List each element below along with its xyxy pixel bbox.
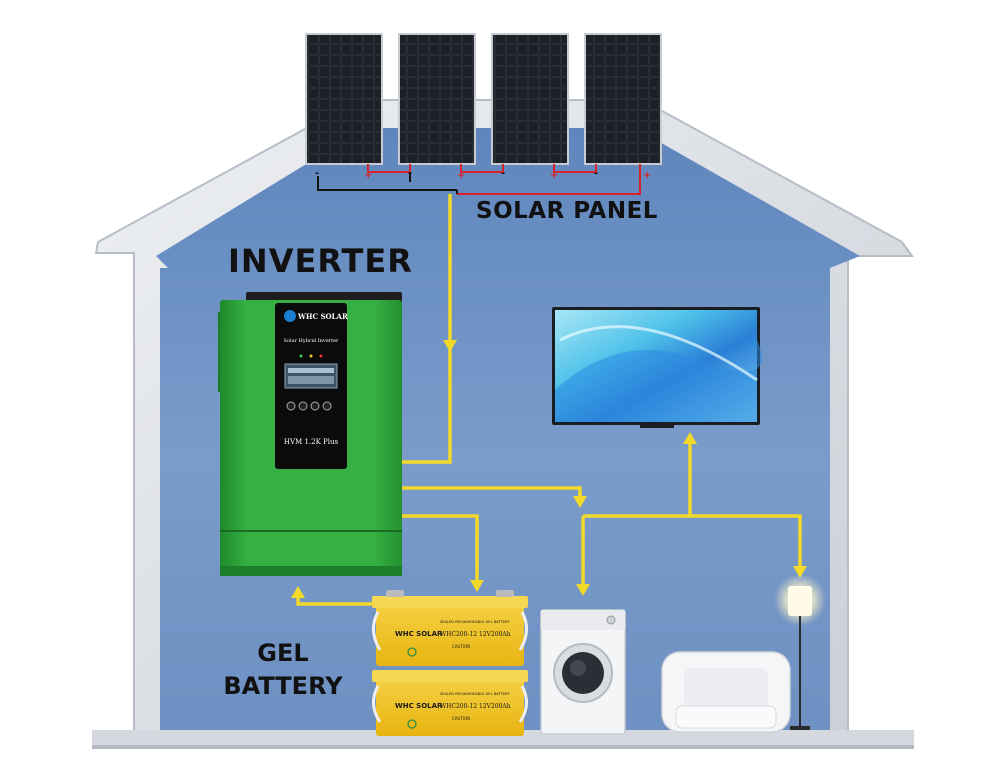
flow-branch — [583, 514, 802, 574]
inverter-model: HVM 1.2K Plus — [284, 438, 339, 446]
battery-model: WHC200-12 12V200Ah — [440, 631, 511, 638]
washing-machine — [540, 609, 626, 735]
flow-battery-to-inverter — [296, 596, 372, 606]
terminal-pos: + — [550, 170, 558, 181]
inverter-button — [286, 401, 296, 411]
arrow-down-icon — [443, 340, 457, 352]
terminal-pos: + — [457, 170, 465, 181]
solar-panel-4 — [584, 33, 662, 165]
solar-panel-1 — [305, 33, 383, 165]
house-interior — [156, 128, 860, 730]
battery-model: WHC200-12 12V200Ah — [440, 703, 511, 710]
inverter-button — [322, 401, 332, 411]
solar-panel-2 — [398, 33, 476, 165]
battery-caution: CAUTION — [452, 644, 470, 649]
arrow-down-icon — [573, 496, 587, 508]
solar-panels — [305, 33, 662, 165]
battery-bottom: WHC SOLAR SEALED RECHARGEABLE GEL BATTER… — [372, 670, 528, 736]
terminal-neg: - — [315, 168, 319, 179]
battery-header: SEALED RECHARGEABLE GEL BATTERY — [440, 692, 510, 696]
arrow-up-icon — [291, 586, 305, 598]
energy-flow — [296, 194, 802, 606]
flow-inverter-to-battery — [402, 514, 479, 582]
arrow-down-icon — [576, 584, 590, 596]
inverter-front-panel: WHC SOLAR Solar Hybrid Inverter HVM 1.2K… — [275, 303, 348, 469]
flow-panel-to-inverter — [402, 194, 452, 464]
battery-caution: CAUTION — [452, 716, 470, 721]
arrow-down-icon — [793, 566, 807, 578]
arrow-down-icon — [470, 580, 484, 592]
terminal-neg: - — [501, 168, 505, 179]
terminal-neg: - — [408, 168, 412, 179]
terminal-neg: - — [594, 168, 598, 179]
recycle-icon — [407, 647, 417, 657]
television — [552, 307, 763, 428]
house — [92, 99, 914, 749]
inverter-button — [298, 401, 308, 411]
gel-battery-label-line2: BATTERY — [223, 672, 343, 700]
inverter-subtitle: Solar Hybrid Inverter — [284, 338, 339, 344]
gel-battery-label-line1: GEL — [257, 639, 309, 667]
inverter-brand: WHC SOLAR — [297, 312, 348, 321]
battery-brand: WHC SOLAR — [395, 702, 443, 710]
solar-panel-3 — [491, 33, 569, 165]
battery-top: WHC SOLAR SEALED RECHARGEABLE GEL BATTER… — [372, 590, 528, 666]
arrow-up-icon — [683, 432, 697, 444]
terminal-pos: + — [643, 170, 651, 181]
flow-arrows — [291, 340, 807, 598]
panel-terminals: - + - + - + - + — [315, 168, 651, 181]
recycle-icon — [407, 719, 417, 729]
terminal-pos: + — [364, 170, 372, 181]
solar-panel-label: SOLAR PANEL — [476, 198, 658, 224]
panel-wiring — [317, 164, 641, 195]
battery-brand: WHC SOLAR — [395, 630, 443, 638]
inverter-unit: WHC SOLAR Solar Hybrid Inverter HVM 1.2K… — [218, 292, 402, 576]
inverter-label: INVERTER — [228, 242, 413, 280]
inverter-button — [310, 401, 320, 411]
armchair — [661, 651, 791, 733]
house-floor — [92, 730, 914, 748]
battery-header: SEALED RECHARGEABLE GEL BATTERY — [440, 620, 510, 624]
gel-battery-label: GEL BATTERY — [222, 637, 344, 703]
floor-lamp — [774, 574, 826, 730]
gel-batteries: WHC SOLAR SEALED RECHARGEABLE GEL BATTER… — [372, 590, 528, 736]
